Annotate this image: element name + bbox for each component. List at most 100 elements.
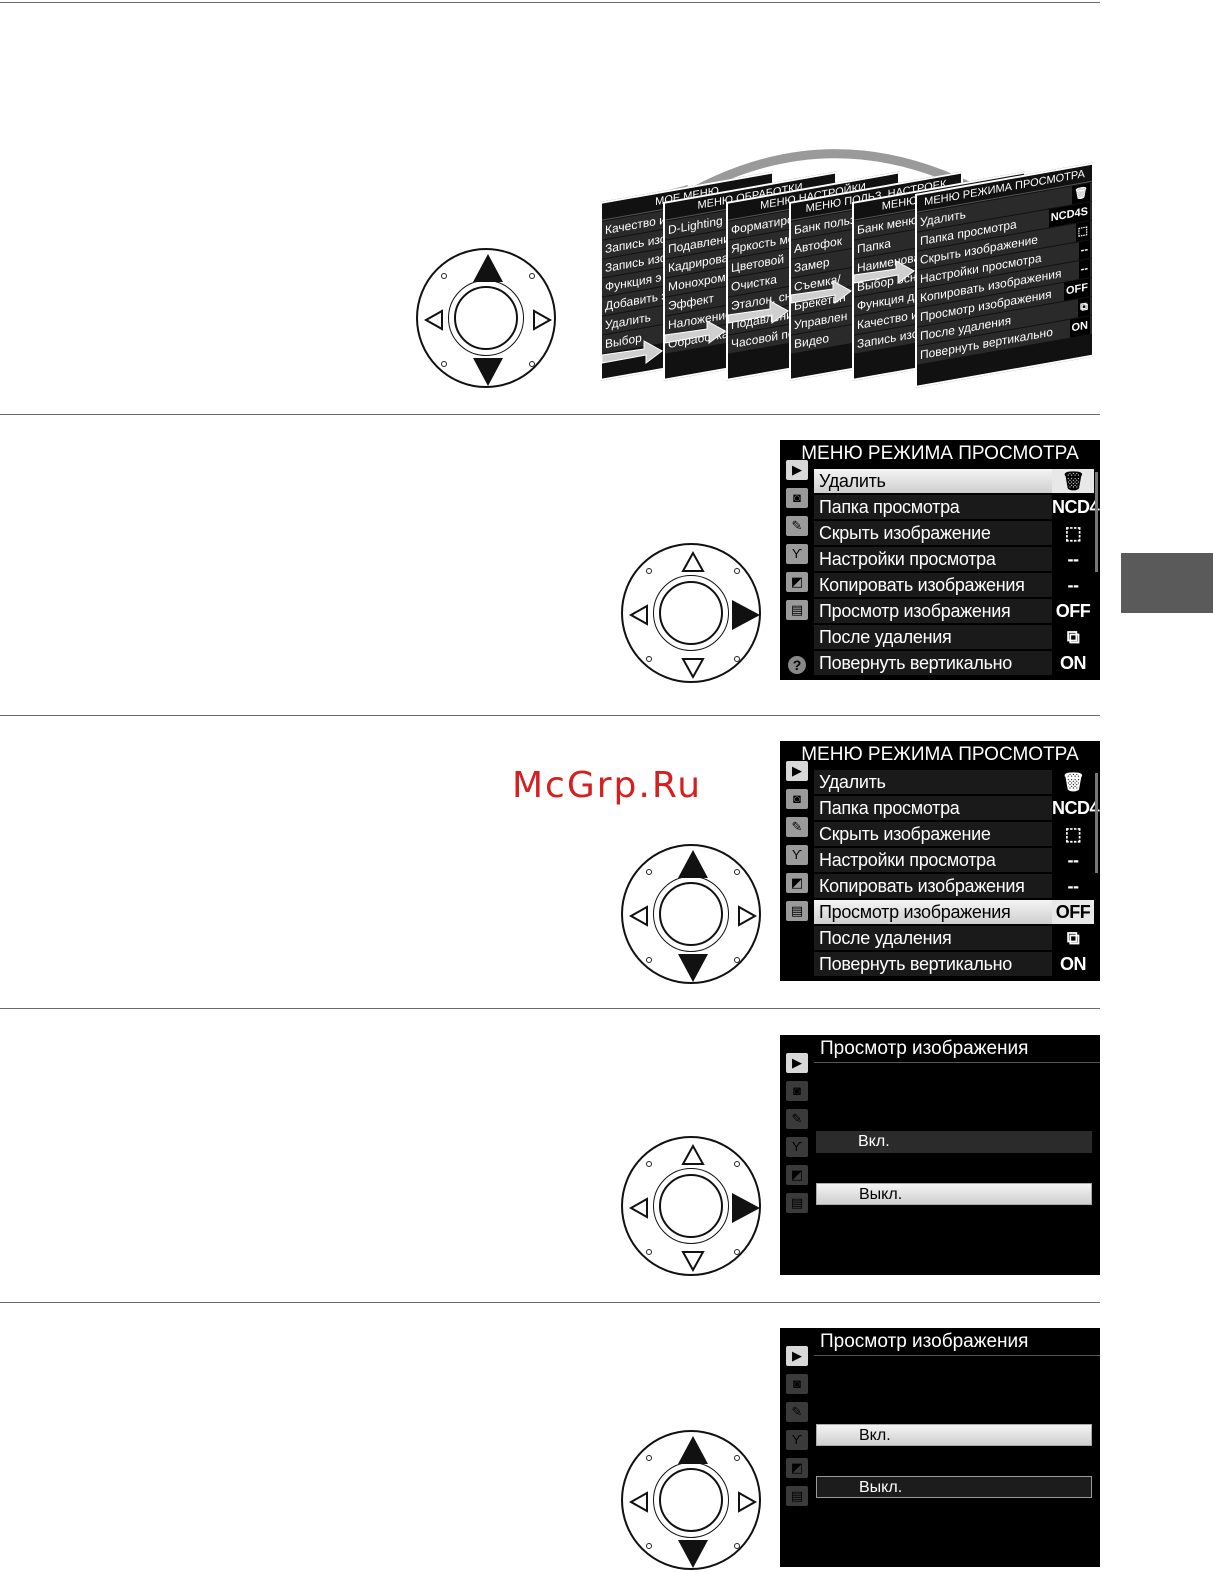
watermark: McGrp.Ru: [512, 765, 703, 806]
option-item[interactable]: Выкл.: [816, 1183, 1092, 1205]
arrow-left-icon: [628, 905, 648, 927]
help-icon[interactable]: ?: [788, 656, 806, 674]
step-arrow-icon: [664, 320, 726, 344]
arrow-down-icon: [678, 1540, 708, 1568]
camera-icon[interactable]: ◙: [786, 1374, 808, 1394]
menu-item-label: Папка просмотра: [819, 497, 960, 517]
wrench-icon[interactable]: Ƴ: [786, 845, 808, 865]
retouch-icon[interactable]: ◩: [786, 873, 808, 893]
arrow-left-icon: [423, 309, 443, 331]
arrow-up-icon: [678, 1436, 708, 1464]
menu-item-value: --: [1052, 547, 1094, 571]
menu-item-value: NCD4S: [1052, 495, 1100, 519]
multi-selector[interactable]: [621, 1136, 761, 1276]
playback-icon[interactable]: ▶: [786, 1346, 808, 1366]
arrow-down-icon: [678, 954, 708, 982]
playback-icon[interactable]: ▶: [786, 761, 808, 781]
menu-item-label: Повернуть вертикально: [819, 653, 1012, 673]
retouch-icon[interactable]: ◩: [786, 1165, 808, 1185]
arrow-right-icon: [738, 1491, 758, 1513]
wrench-icon[interactable]: Ƴ: [786, 1137, 808, 1157]
menu-item-label: Папка просмотра: [819, 798, 960, 818]
ok-button[interactable]: [659, 1468, 723, 1532]
menu-item[interactable]: Удалить🗑: [814, 469, 1094, 493]
ok-button[interactable]: [659, 581, 723, 645]
wrench-icon[interactable]: Ƴ: [786, 1430, 808, 1450]
ok-button[interactable]: [659, 1174, 723, 1238]
menu-item[interactable]: После удаления⧉: [814, 926, 1094, 950]
multi-selector[interactable]: [621, 543, 761, 683]
menu-title: МЕНЮ РЕЖИМА ПРОСМОТРА: [801, 443, 1079, 464]
option-item[interactable]: Вкл.: [816, 1131, 1092, 1153]
menu-item[interactable]: Настройки просмотра--: [814, 848, 1094, 872]
menu-item-value: --: [1052, 848, 1094, 872]
wrench-icon[interactable]: Ƴ: [786, 544, 808, 564]
menu-item-value: 🗑: [1052, 469, 1094, 493]
menu-tab-sidebar: ▶ ◙ ✎ Ƴ ◩ ▤: [780, 741, 813, 981]
menu-item-label: Удалить: [819, 772, 886, 792]
my-menu-icon[interactable]: ▤: [786, 600, 808, 620]
menu-item[interactable]: Скрыть изображение⬚: [814, 521, 1094, 545]
screen-title: Просмотр изображения: [820, 1038, 1029, 1059]
playback-icon[interactable]: ▶: [786, 1053, 808, 1073]
divider-3: [0, 1008, 1100, 1009]
menu-tab-sidebar: ▶ ◙ ✎ Ƴ ◩ ▤: [780, 1328, 813, 1567]
screen-title: Просмотр изображения: [820, 1331, 1029, 1352]
option-item[interactable]: Выкл.: [816, 1476, 1092, 1498]
menu-item[interactable]: Скрыть изображение⬚: [814, 822, 1094, 846]
my-menu-icon[interactable]: ▤: [786, 1486, 808, 1506]
menu-item-value: OFF: [1052, 900, 1094, 924]
multi-selector[interactable]: [416, 248, 556, 388]
step-arrow-icon: [601, 340, 663, 364]
retouch-icon[interactable]: ◩: [786, 1458, 808, 1478]
menu-item-value: OFF: [1052, 599, 1094, 623]
menu-item[interactable]: Папка просмотра NCD4S: [814, 495, 1100, 519]
option-item[interactable]: Вкл.: [816, 1424, 1092, 1446]
ok-button[interactable]: [454, 286, 518, 350]
arrow-down-icon: [681, 658, 705, 680]
menu-item[interactable]: После удаления⧉: [814, 625, 1094, 649]
scrollbar[interactable]: [1095, 773, 1098, 873]
multi-selector[interactable]: [621, 1430, 761, 1570]
menu-item-label: Копировать изображения: [819, 876, 1025, 896]
menu-item-value: --: [1052, 573, 1094, 597]
playback-icon[interactable]: ▶: [786, 460, 808, 480]
title-underline: [814, 1355, 1100, 1356]
camera-icon[interactable]: ◙: [786, 789, 808, 809]
arrow-right-icon: [533, 309, 553, 331]
camera-icon[interactable]: ◙: [786, 488, 808, 508]
my-menu-icon[interactable]: ▤: [786, 1193, 808, 1213]
arrow-up-icon: [681, 1143, 705, 1165]
multi-selector[interactable]: [621, 844, 761, 984]
menu-title: МЕНЮ РЕЖИМА ПРОСМОТРА: [801, 744, 1079, 765]
scrollbar[interactable]: [1095, 472, 1098, 572]
camera-icon[interactable]: ◙: [786, 1081, 808, 1101]
pencil-icon[interactable]: ✎: [786, 516, 808, 536]
pencil-icon[interactable]: ✎: [786, 817, 808, 837]
arrow-down-icon: [473, 358, 503, 386]
my-menu-icon[interactable]: ▤: [786, 901, 808, 921]
retouch-icon[interactable]: ◩: [786, 572, 808, 592]
pencil-icon[interactable]: ✎: [786, 1109, 808, 1129]
pencil-icon[interactable]: ✎: [786, 1402, 808, 1422]
menu-tab-sidebar: ▶ ◙ ✎ Ƴ ◩ ▤: [780, 1035, 813, 1275]
step-arrow-icon: [853, 260, 915, 284]
menu-item[interactable]: Удалить🗑: [814, 770, 1094, 794]
menu-item[interactable]: Копировать изображения--: [814, 573, 1094, 597]
arrow-right-icon: [738, 905, 758, 927]
ok-button[interactable]: [659, 882, 723, 946]
arrow-right-icon: [732, 600, 760, 630]
menu-item[interactable]: Настройки просмотра--: [814, 547, 1094, 571]
arrow-up-icon: [681, 550, 705, 572]
menu-item[interactable]: Копировать изображения--: [814, 874, 1094, 898]
